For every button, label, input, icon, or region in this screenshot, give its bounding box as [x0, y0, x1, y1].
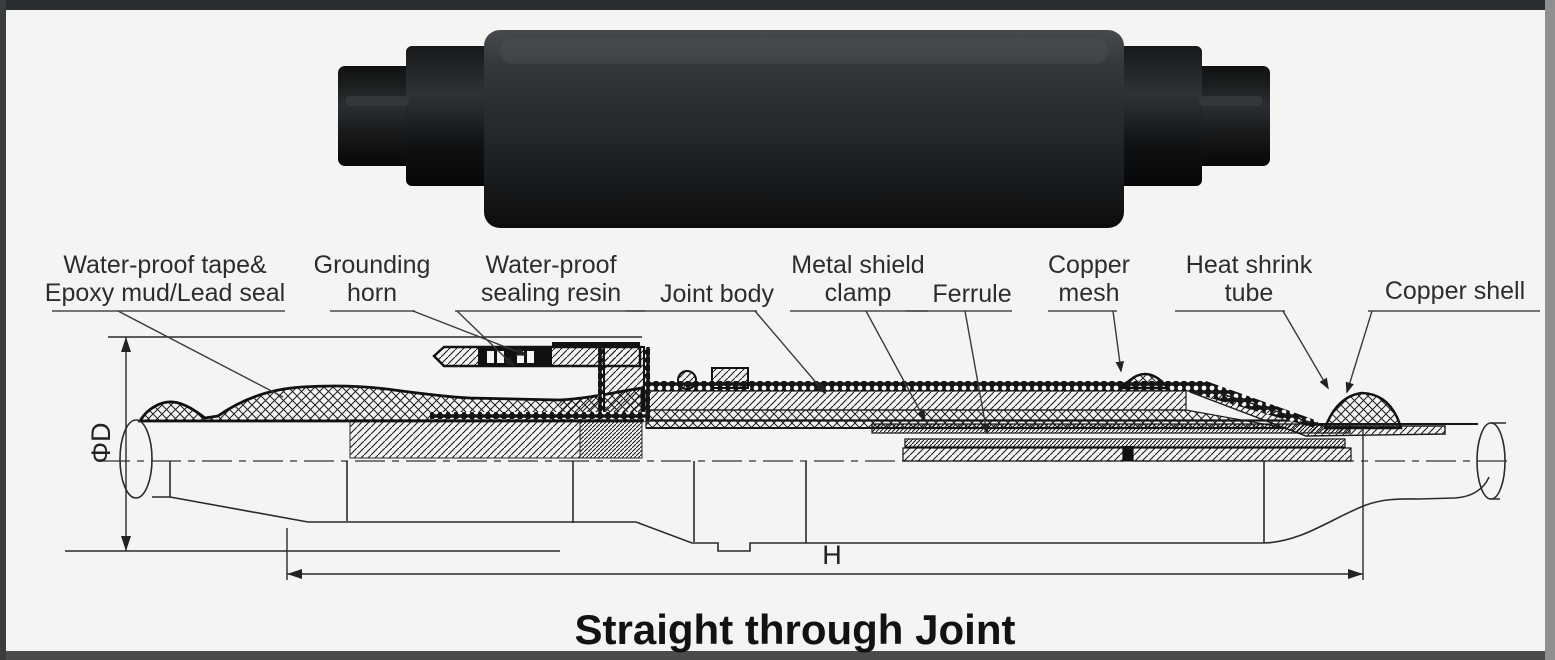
callout-heat-shrink-tube: Heat shrink tube	[1175, 251, 1329, 390]
horn-slot	[517, 351, 524, 363]
clamp-ferrule-stack	[871, 423, 1352, 462]
left-cable-end	[119, 419, 153, 499]
svg-text:Copper shell: Copper shell	[1385, 277, 1525, 305]
lower-shell-profile	[169, 461, 1490, 552]
callout-leader	[1345, 310, 1373, 394]
ferrule-right-half	[1132, 447, 1352, 462]
svg-text:Copper: Copper	[1048, 251, 1130, 279]
ferrule-divider	[1123, 446, 1133, 461]
dimension-length: H	[286, 428, 1364, 580]
horn-slot	[487, 351, 494, 363]
photo-right-end-highlight	[1199, 96, 1263, 106]
copper-mesh-band	[646, 381, 1186, 391]
svg-text:Grounding: Grounding	[314, 251, 431, 279]
svg-text:Water-proof: Water-proof	[485, 251, 616, 279]
callout-sealing-resin: Water-proof sealing resin	[455, 251, 645, 368]
metal-shield-clamp-strip	[871, 423, 1351, 434]
svg-text:Joint body: Joint body	[660, 280, 774, 308]
svg-text:clamp: clamp	[825, 279, 892, 307]
copper-shell-dome	[1323, 391, 1403, 430]
dimension-diameter: ΦD	[65, 336, 642, 552]
photo-highlight	[500, 38, 1108, 64]
dim-arrow-left	[287, 569, 302, 579]
svg-text:tube: tube	[1225, 279, 1274, 307]
dim-arrow-up	[121, 337, 131, 352]
callout-leader	[117, 310, 284, 398]
photo-left-end-highlight	[345, 96, 409, 106]
callout-copper-shell: Copper shell	[1345, 277, 1540, 394]
callout-leader	[865, 310, 926, 422]
right-cable-stub	[1491, 422, 1506, 500]
svg-text:Metal shield: Metal shield	[791, 251, 924, 279]
callout-leader	[964, 310, 990, 435]
dim-arrow-down	[121, 536, 131, 551]
horn-top-cap	[552, 342, 640, 348]
joint-shell-band	[645, 390, 1187, 411]
photo-right-end-cylinder	[1192, 66, 1270, 166]
ferrule-left-half	[902, 447, 1124, 462]
joint-top-knob	[677, 370, 697, 390]
callout-joint-body: Joint body	[625, 280, 827, 395]
bottom-border-bar	[0, 651, 1555, 660]
cable-insulation-dense-hatch	[579, 420, 643, 459]
diagram-title: Straight through Joint	[575, 606, 1016, 653]
callout-leader	[1282, 310, 1329, 390]
svg-text:Epoxy mud/Lead seal: Epoxy mud/Lead seal	[45, 279, 285, 307]
photo-right-collar	[1118, 46, 1202, 186]
photo-left-collar	[406, 46, 490, 186]
length-label: H	[822, 540, 842, 570]
callout-metal-shield-clamp: Metal shield clamp	[790, 251, 928, 422]
copper-mesh-dome	[1119, 372, 1171, 390]
top-border-bar	[0, 0, 1555, 10]
svg-text:Heat shrink: Heat shrink	[1186, 251, 1313, 279]
callout-waterproof-tape: Water-proof tape& Epoxy mud/Lead seal	[45, 251, 285, 398]
horn-bead-edge-left	[598, 347, 604, 417]
callout-leader	[456, 310, 516, 368]
svg-text:sealing resin: sealing resin	[481, 279, 621, 307]
svg-text:Ferrule: Ferrule	[932, 280, 1011, 308]
photo-left-end-cylinder	[338, 66, 416, 166]
left-border-line	[0, 0, 6, 660]
svg-text:horn: horn	[347, 279, 397, 307]
horn-slot	[527, 351, 534, 363]
dim-arrow-right	[1348, 569, 1363, 579]
callout-copper-mesh: Copper mesh	[1048, 251, 1130, 373]
product-photo	[338, 30, 1270, 228]
profile-seams	[152, 461, 695, 542]
cable-insulation-hatch	[349, 420, 581, 459]
resin-bead-border	[430, 412, 646, 419]
callout-leader	[754, 310, 827, 395]
svg-text:Water-proof tape&: Water-proof tape&	[63, 251, 267, 279]
photo-main-body	[484, 30, 1124, 228]
callout-leader	[1112, 310, 1124, 373]
callout-labels: Water-proof tape& Epoxy mud/Lead seal Gr…	[45, 251, 1540, 435]
callout-grounding-horn: Grounding horn	[314, 251, 528, 356]
svg-text:mesh: mesh	[1058, 279, 1119, 307]
callout-ferrule: Ferrule	[905, 280, 1012, 435]
diameter-label: ΦD	[86, 422, 116, 463]
cross-section-drawing: ΦD H	[65, 336, 1510, 580]
callout-leader	[412, 310, 528, 356]
clamp-strip-2	[904, 438, 1346, 448]
right-border-strip	[1545, 0, 1555, 660]
joint-top-block	[711, 367, 749, 389]
horn-slot	[497, 351, 504, 363]
